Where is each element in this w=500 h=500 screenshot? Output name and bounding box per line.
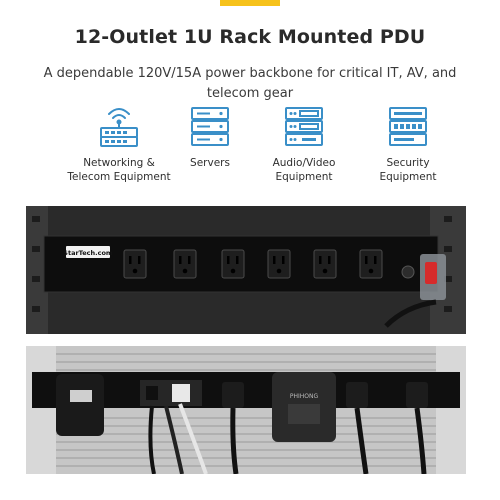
feature-label-line1: Security xyxy=(386,157,430,169)
feature-security: Security Equipment xyxy=(353,104,463,184)
audio-video-rack-icon xyxy=(285,107,323,146)
feature-label-line2: Equipment xyxy=(275,171,333,183)
feature-servers: Servers xyxy=(155,104,265,170)
pdu-brand-label: StarTech.com xyxy=(63,249,113,257)
adapter-label: PHIHONG xyxy=(290,393,319,400)
pdu-rear-photo: PHIHONG xyxy=(26,346,466,474)
feature-label-line2: Telecom Equipment xyxy=(67,171,171,183)
server-stack-icon xyxy=(191,107,229,146)
feature-label-line2: Equipment xyxy=(379,171,437,183)
feature-label-line1: Audio/Video xyxy=(272,157,336,169)
feature-label-line1: Networking & xyxy=(83,157,155,169)
pdu-rear-illustration: PHIHONG xyxy=(26,346,466,474)
power-switch xyxy=(425,262,437,284)
feature-audio-video: Audio/Video Equipment xyxy=(249,104,359,184)
top-accent-bar xyxy=(220,0,280,6)
page-title: 12-Outlet 1U Rack Mounted PDU xyxy=(74,26,426,48)
feature-label-line1: Servers xyxy=(190,157,230,169)
feature-networking: Networking & Telecom Equipment xyxy=(64,104,174,184)
feature-icon-row: Networking & Telecom Equipment Servers xyxy=(0,104,500,194)
pdu-front-photo: StarTech.com xyxy=(26,206,466,334)
pdu-front-illustration: StarTech.com xyxy=(26,206,466,334)
security-dvr-icon xyxy=(389,107,427,146)
page-subtitle: A dependable 120V/15A power backbone for… xyxy=(43,66,457,101)
router-icon xyxy=(100,108,138,147)
outlet-row xyxy=(123,249,147,279)
